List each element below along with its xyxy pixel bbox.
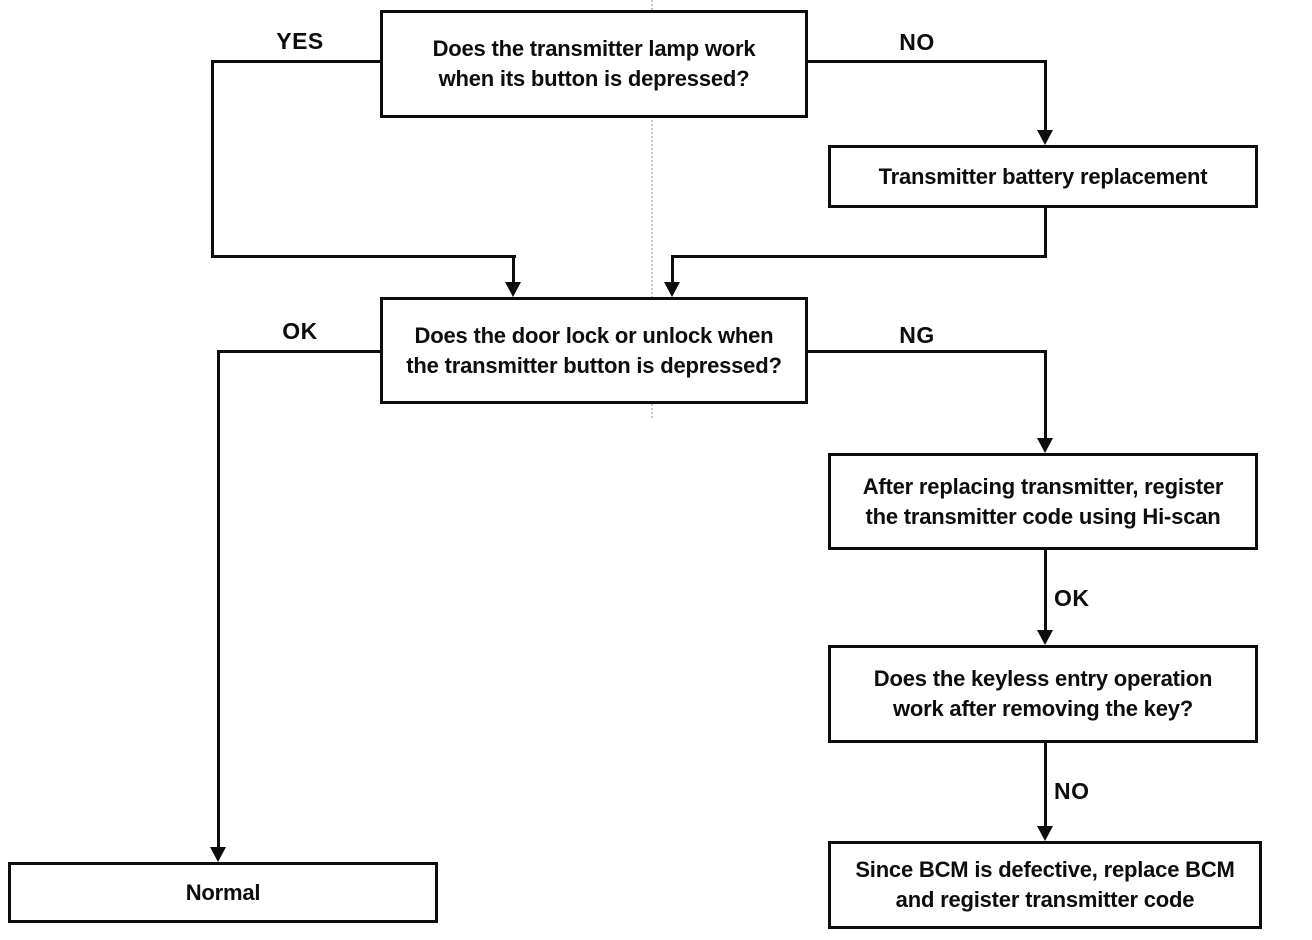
edge-label-no-top: NO: [899, 29, 935, 55]
flow-box-text: Since BCM is defective, replace BCM and …: [855, 857, 1235, 912]
connector-yes-stem: [512, 255, 515, 284]
flow-box-keyless-entry-question: Does the keyless entry operation work af…: [828, 645, 1258, 743]
connector-yes-horizontal: [211, 60, 383, 63]
flow-box-door-lock-question: Does the door lock or unlock when the tr…: [380, 297, 808, 404]
flow-box-normal: Normal: [8, 862, 438, 923]
connector-nobottom-vertical: [1044, 743, 1047, 829]
flow-box-text: Transmitter battery replacement: [878, 163, 1208, 189]
connector-battery-vertical: [1044, 208, 1047, 258]
flow-box-replace-bcm: Since BCM is defective, replace BCM and …: [828, 841, 1262, 929]
arrowhead-into-hiscan-box: [1037, 438, 1053, 453]
flow-box-text: After replacing transmitter, register th…: [862, 473, 1224, 529]
arrowhead-into-keyless-box: [1037, 630, 1053, 645]
connector-ok-horizontal: [217, 350, 383, 353]
flow-box-text: Does the transmitter lamp work when its …: [432, 36, 756, 91]
flow-box-transmitter-lamp-question: Does the transmitter lamp work when its …: [380, 10, 808, 118]
connector-ng-horizontal: [805, 350, 1047, 353]
connector-merge-left: [211, 255, 516, 258]
arrowhead-into-door-question-right: [664, 282, 680, 297]
edge-label-no-bottom: NO: [1054, 778, 1090, 804]
edge-label-ng: NG: [899, 322, 935, 348]
flow-box-text: Normal: [185, 879, 261, 905]
arrowhead-into-bcm-box: [1037, 826, 1053, 841]
edge-label-ok-left: OK: [282, 318, 318, 344]
arrowhead-into-normal-box: [210, 847, 226, 862]
connector-no-horizontal: [805, 60, 1047, 63]
connector-yes-vertical: [211, 60, 214, 258]
flow-box-battery-replacement: Transmitter battery replacement: [828, 145, 1258, 208]
connector-ng-vertical: [1044, 350, 1047, 441]
connector-merge-stem: [671, 255, 674, 284]
edge-label-yes: YES: [276, 28, 324, 54]
arrowhead-into-battery-box: [1037, 130, 1053, 145]
scan-fold-line: [651, 0, 653, 418]
flow-box-register-hiscan: After replacing transmitter, register th…: [828, 453, 1258, 550]
connector-no-vertical: [1044, 60, 1047, 133]
edge-label-ok-mid: OK: [1054, 585, 1090, 611]
arrowhead-into-door-question-left: [505, 282, 521, 297]
connector-ok-vertical: [217, 350, 220, 850]
flow-box-text: Does the keyless entry operation work af…: [873, 666, 1213, 721]
connector-merge-right: [671, 255, 1047, 258]
connector-okmid-vertical: [1044, 550, 1047, 633]
flow-box-text: Does the door lock or unlock when the tr…: [406, 322, 782, 378]
